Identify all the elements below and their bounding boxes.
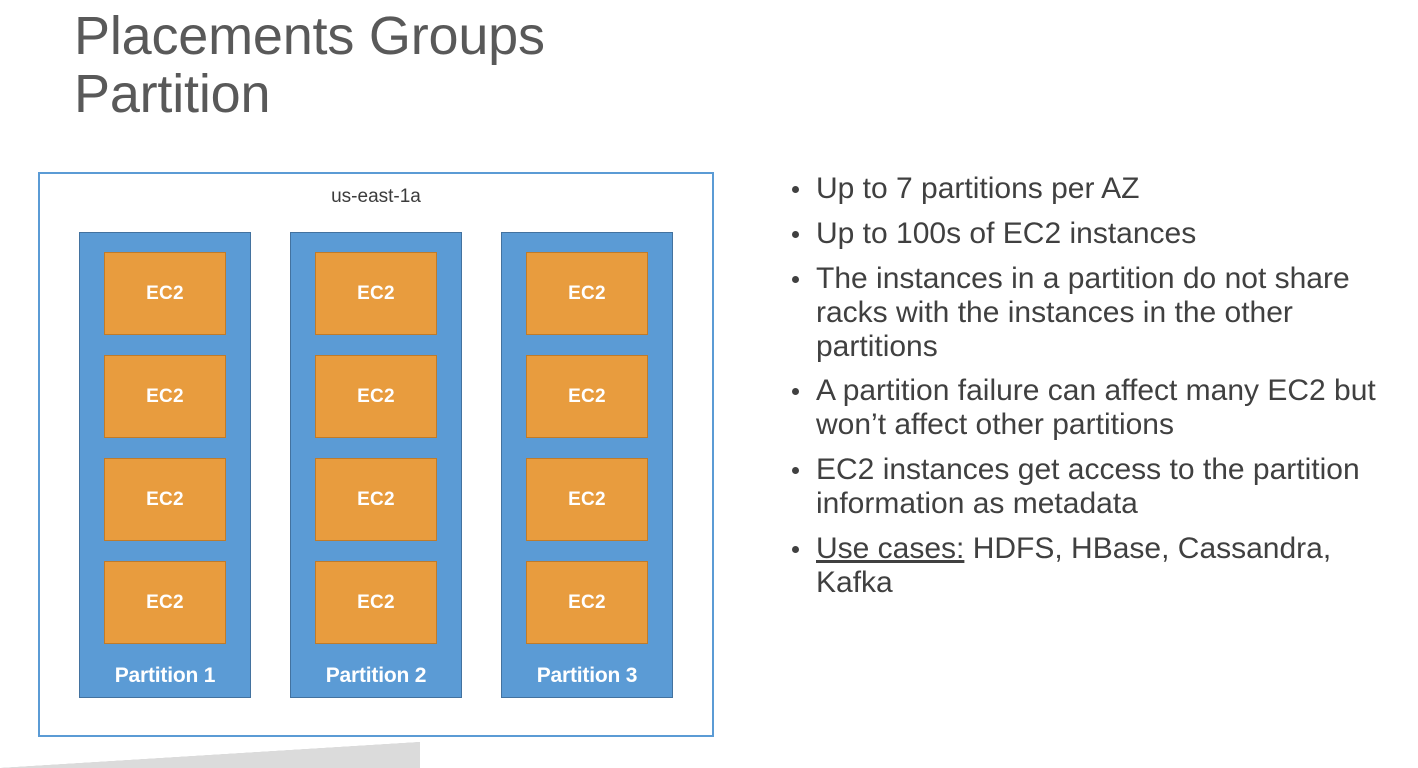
partition-label: Partition 1	[114, 664, 216, 687]
corner-wedge-decoration	[0, 742, 420, 768]
partition-group-1: EC2 EC2 EC2 EC2 Partition 1	[79, 232, 251, 698]
list-item: The instances in a partition do not shar…	[786, 262, 1400, 364]
bullet-text: EC2 instances get access to the partitio…	[816, 453, 1360, 521]
bullet-text: Up to 7 partitions per AZ	[816, 172, 1140, 205]
ec2-instance: EC2	[526, 561, 648, 644]
page-title: Placements Groups Partition	[74, 6, 545, 124]
list-item: Use cases: HDFS, HBase, Cassandra, Kafka	[786, 532, 1400, 600]
partitions-row: EC2 EC2 EC2 EC2 Partition 1 EC2 EC2 EC2 …	[40, 232, 712, 702]
bullet-text: Up to 100s of EC2 instances	[816, 216, 1197, 250]
ec2-instance: EC2	[526, 458, 648, 541]
partition-label: Partition 2	[325, 664, 427, 687]
ec2-instance: EC2	[104, 252, 226, 335]
bullet-text: HDFS, HBase, Cassandra, Kafka	[816, 532, 1332, 599]
list-item: Up to 7 partitions per AZ	[786, 172, 1400, 206]
ec2-instance: EC2	[315, 561, 437, 644]
ec2-instance: EC2	[104, 458, 226, 541]
partition-label: Partition 3	[536, 664, 638, 687]
bullet-list: Up to 7 partitions per AZ Up to 100s of …	[786, 172, 1400, 611]
ec2-instance: EC2	[104, 355, 226, 438]
ec2-instance: EC2	[315, 458, 437, 541]
ec2-instance: EC2	[526, 252, 648, 335]
availability-zone-container: us-east-1a EC2 EC2 EC2 EC2 Partition 1 E…	[38, 172, 714, 737]
ec2-instance: EC2	[526, 355, 648, 438]
bullet-emphasis: Use cases:	[816, 532, 965, 566]
list-item: Up to 100s of EC2 instances	[786, 217, 1400, 251]
bullet-text: The instances in a partition do not shar…	[816, 261, 1350, 363]
availability-zone-label: us-east-1a	[331, 186, 421, 207]
partition-group-2: EC2 EC2 EC2 EC2 Partition 2	[290, 232, 462, 698]
partition-group-3: EC2 EC2 EC2 EC2 Partition 3	[501, 232, 673, 698]
ec2-instance: EC2	[315, 252, 437, 335]
list-item: EC2 instances get access to the partitio…	[786, 453, 1400, 521]
bullet-text: A partition failure can affect many EC2 …	[816, 374, 1376, 442]
list-item: A partition failure can affect many EC2 …	[786, 374, 1400, 442]
ec2-instance: EC2	[315, 355, 437, 438]
ec2-instance: EC2	[104, 561, 226, 644]
